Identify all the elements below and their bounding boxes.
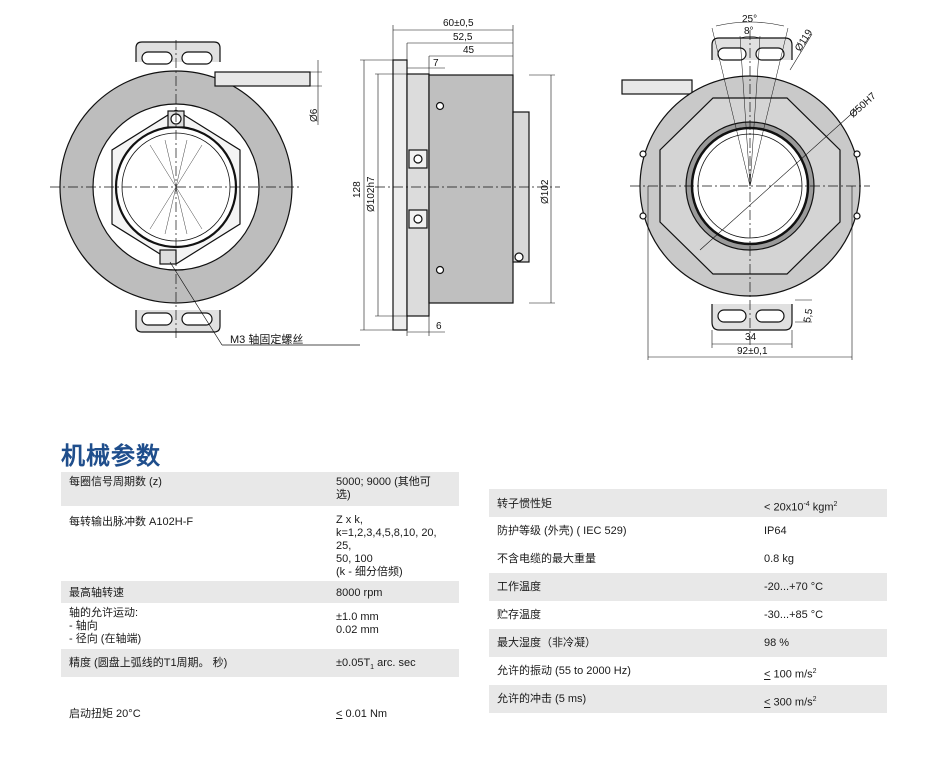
callout-m3-screw: M3 轴固定螺丝 <box>230 332 303 346</box>
inertia-unit-exponent: 2 <box>833 501 838 508</box>
table-row: 允许的冲击 (5 ms) < 300 m/s2 <box>489 685 887 713</box>
spec-label: 贮存温度 <box>489 601 756 629</box>
table-row: 转子惯性矩 < 20x10-4 kgm2 <box>489 489 887 517</box>
spec-label: 不含电缆的最大重量 <box>489 545 756 573</box>
section-title: 机械参数 <box>61 441 161 470</box>
spec-label: 每转输出脉冲数 A102H-F <box>61 506 328 581</box>
dim-d102h7: Ø102h7 <box>366 176 377 212</box>
dim-width-92: 92±0,1 <box>737 346 768 357</box>
spec-label: 最高轴转速 <box>61 581 328 603</box>
spec-value: 8000 rpm <box>328 581 459 603</box>
dim-width-52: 52,5 <box>453 32 473 43</box>
spec-value: < 300 m/s2 <box>756 685 887 713</box>
table-row: 最高轴转速 8000 rpm <box>61 581 459 603</box>
inertia-unit: kgm <box>809 501 834 514</box>
dim-width-60: 60±0,5 <box>443 18 474 29</box>
spec-label: 工作温度 <box>489 573 756 601</box>
table-row: 启动扭矩 20°C < 0.01 Nm <box>61 677 459 725</box>
spec-label: 防护等级 (外壳) ( IEC 529) <box>489 517 756 545</box>
accuracy-value: ±0.05T <box>336 657 371 669</box>
table-row: 允许的振动 (55 to 2000 Hz) < 100 m/s2 <box>489 657 887 685</box>
vibration-value: 100 m/s <box>770 668 813 681</box>
spec-label: 精度 (圆盘上弧线的T1周期。 秒) <box>61 649 328 677</box>
dim-width-6: 6 <box>436 321 442 332</box>
dim-width-34: 34 <box>745 332 757 343</box>
table-row: 贮存温度 -30...+85 °C <box>489 601 887 629</box>
vibration-exponent: 2 <box>812 668 817 675</box>
table-row: 每转输出脉冲数 A102H-F Z x k, k=1,2,3,4,5,8,10,… <box>61 506 459 581</box>
spec-label: 允许的冲击 (5 ms) <box>489 685 756 713</box>
side-view-drawing <box>360 25 560 336</box>
dim-d102: Ø102 <box>540 179 551 204</box>
dim-height-128: 128 <box>352 181 363 198</box>
table-row: 精度 (圆盘上弧线的T1周期。 秒) ±0.05T1 arc. sec <box>61 649 459 677</box>
spec-value: < 100 m/s2 <box>756 657 887 685</box>
spec-value: IP64 <box>756 517 887 545</box>
le-symbol: < <box>764 696 771 709</box>
le-symbol: < <box>336 708 343 720</box>
spec-label: 每圈信号周期数 (z) <box>61 472 328 506</box>
dim-angle-25: 25° <box>742 14 757 25</box>
shock-exponent: 2 <box>812 696 817 703</box>
spec-value: 98 % <box>756 629 887 657</box>
table-row: 工作温度 -20...+70 °C <box>489 573 887 601</box>
spec-label: 轴的允许运动: - 轴向 - 径向 (在轴端) <box>61 603 328 649</box>
spec-value: ±1.0 mm 0.02 mm <box>328 603 459 649</box>
dim-d6: Ø6 <box>309 108 320 122</box>
spec-value: -30...+85 °C <box>756 601 887 629</box>
accuracy-subscript: 1 <box>370 664 375 672</box>
technical-drawings: Ø6 M3 轴固定螺丝 <box>50 14 879 360</box>
table-row: 轴的允许运动: - 轴向 - 径向 (在轴端) ±1.0 mm 0.02 mm <box>61 603 459 649</box>
dim-width-7: 7 <box>433 58 439 69</box>
accuracy-unit: arc. sec <box>374 657 416 669</box>
spec-value: Z x k, k=1,2,3,4,5,8,10, 20, 25, 50, 100… <box>328 506 459 581</box>
spec-value: < 20x10-4 kgm2 <box>756 489 887 517</box>
table-row: 防护等级 (外壳) ( IEC 529) IP64 <box>489 517 887 545</box>
dim-width-5-5: 5,5 <box>802 307 815 323</box>
spec-value: < 0.01 Nm <box>328 677 459 725</box>
torque-value: 0.01 Nm <box>342 708 388 720</box>
spec-label: 最大湿度（非冷凝） <box>489 629 756 657</box>
spec-value: 0.8 kg <box>756 545 887 573</box>
table-row: 最大湿度（非冷凝） 98 % <box>489 629 887 657</box>
spec-value: 5000; 9000 (其他可 选) <box>328 472 459 506</box>
le-symbol: < <box>764 668 771 681</box>
dim-d50h7: Ø50H7 <box>848 91 879 121</box>
dim-angle-8: 8° <box>744 26 754 37</box>
spec-value: ±0.05T1 arc. sec <box>328 649 459 677</box>
spec-table-right: 转子惯性矩 < 20x10-4 kgm2 防护等级 (外壳) ( IEC 529… <box>489 489 887 713</box>
inertia-exponent: -4 <box>803 501 810 508</box>
spec-value: -20...+70 °C <box>756 573 887 601</box>
spec-label: 转子惯性矩 <box>489 489 756 517</box>
spec-table-left: 每圈信号周期数 (z) 5000; 9000 (其他可 选) 每转输出脉冲数 A… <box>61 472 459 725</box>
back-view-drawing <box>621 21 870 360</box>
table-row: 每圈信号周期数 (z) 5000; 9000 (其他可 选) <box>61 472 459 506</box>
inertia-value: < 20x10 <box>764 501 804 514</box>
shock-value: 300 m/s <box>770 696 813 709</box>
dim-d119: Ø119 <box>793 27 815 53</box>
dim-width-45: 45 <box>463 45 475 56</box>
spec-label: 允许的振动 (55 to 2000 Hz) <box>489 657 756 685</box>
table-row: 不含电缆的最大重量 0.8 kg <box>489 545 887 573</box>
spec-label: 启动扭矩 20°C <box>61 677 328 725</box>
front-view-drawing <box>50 40 360 346</box>
